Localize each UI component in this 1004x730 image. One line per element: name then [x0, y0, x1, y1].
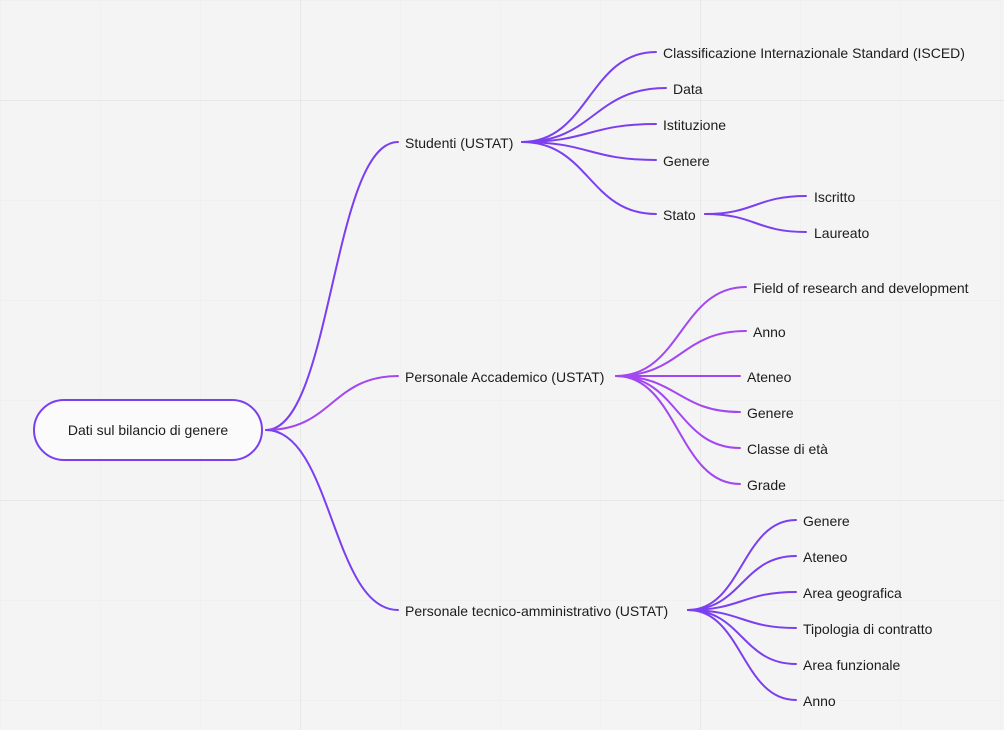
leaf-node-genere[interactable]: Genere: [803, 513, 850, 529]
connector-accademico-genere: [615, 375, 741, 413]
connector-root-studenti: [265, 141, 399, 431]
connector-studenti-istituzione: [521, 123, 657, 143]
connector-studenti-isced: [521, 51, 657, 143]
leaf-node-anno[interactable]: Anno: [753, 324, 786, 340]
connector-studenti-data: [521, 87, 667, 143]
branch-node-personale-tecnico[interactable]: Personale tecnico-amministrativo (USTAT): [405, 603, 669, 619]
connector-accademico-grade: [615, 375, 741, 485]
leaf-node-istituzione[interactable]: Istituzione: [663, 117, 727, 133]
connector-accademico-field: [615, 286, 747, 377]
root-node-label: Dati sul bilancio di genere: [67, 422, 229, 438]
leaf-node-field-of-research[interactable]: Field of research and development: [753, 280, 969, 296]
connector-tecnico-tipologia: [687, 609, 797, 629]
root-node[interactable]: Dati sul bilancio di genere: [33, 399, 263, 461]
leaf-node-genere[interactable]: Genere: [747, 405, 794, 421]
connector-tecnico-area-geografica: [687, 591, 797, 611]
leaf-node-genere[interactable]: Genere: [663, 153, 710, 169]
leaf-node-anno[interactable]: Anno: [803, 693, 836, 709]
leaf-node-laureato[interactable]: Laureato: [814, 225, 870, 241]
connector-studenti-genere: [521, 141, 657, 161]
leaf-node-area-funzionale[interactable]: Area funzionale: [803, 657, 901, 673]
leaf-node-tipologia-di-contratto[interactable]: Tipologia di contratto: [803, 621, 933, 637]
connector-tecnico-genere: [687, 519, 797, 611]
leaf-node-ateneo[interactable]: Ateneo: [803, 549, 848, 565]
leaf-node-area-geografica[interactable]: Area geografica: [803, 585, 902, 601]
connector-tecnico-area-funzionale: [687, 609, 797, 665]
branch-node-personale-accademico[interactable]: Personale Accademico (USTAT): [405, 369, 605, 385]
leaf-node-isced[interactable]: Classificazione Internazionale Standard …: [663, 45, 965, 61]
connector-tecnico-ateneo: [687, 555, 797, 611]
branch-node-studenti[interactable]: Studenti (USTAT): [405, 135, 514, 151]
leaf-node-classe-di-eta[interactable]: Classe di età: [747, 441, 828, 457]
connector-tecnico-anno: [687, 609, 797, 701]
sub-node-stato[interactable]: Stato: [663, 207, 696, 223]
leaf-node-data[interactable]: Data: [673, 81, 703, 97]
leaf-node-ateneo[interactable]: Ateneo: [747, 369, 792, 385]
connector-accademico-anno: [615, 330, 747, 377]
connector-root-personale-accademico: [265, 375, 399, 431]
connector-stato-laureato: [704, 213, 807, 233]
leaf-node-grade[interactable]: Grade: [747, 477, 786, 493]
connector-studenti-stato: [521, 141, 657, 215]
connector-stato-iscritto: [704, 195, 807, 215]
connector-accademico-classe: [615, 375, 741, 449]
leaf-node-iscritto[interactable]: Iscritto: [814, 189, 856, 205]
connector-root-personale-tecnico: [265, 429, 399, 611]
